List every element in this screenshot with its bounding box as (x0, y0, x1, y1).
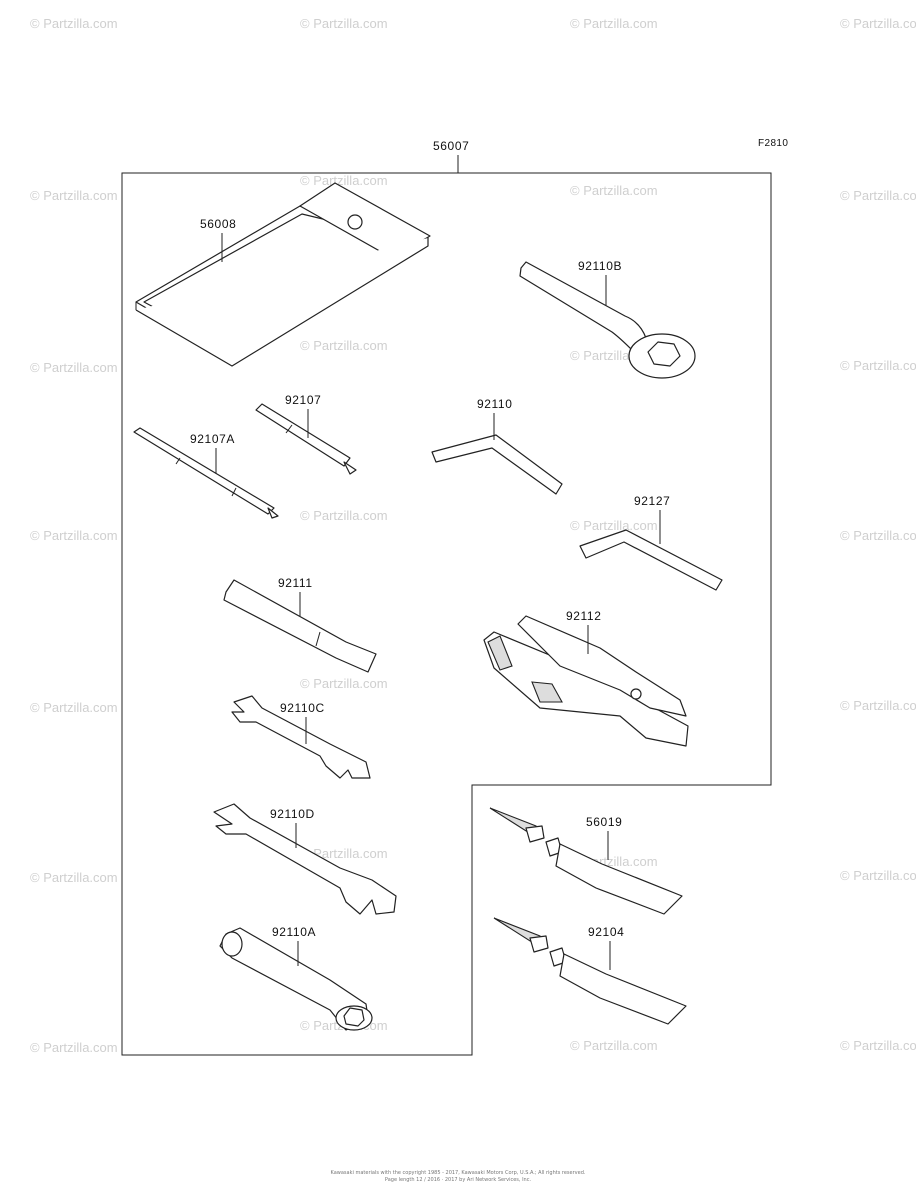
kit-part-number[interactable]: 56007 (433, 139, 469, 153)
watermark: © Partzilla.com (30, 1040, 118, 1055)
watermark: © Partzilla.com (570, 16, 658, 31)
label-tire-gauge-1[interactable]: 56019 (586, 815, 622, 829)
watermark: © Partzilla.com (570, 183, 658, 198)
label-hex-wrench-large[interactable]: 92110 (477, 397, 512, 411)
label-open-wrench-d[interactable]: 92110D (270, 807, 315, 821)
screwdriver-a-illustration (133, 427, 279, 519)
watermark: © Partzilla.com (840, 698, 916, 713)
watermark: © Partzilla.com (300, 16, 388, 31)
watermark: © Partzilla.com (30, 188, 118, 203)
watermark: © Partzilla.com (570, 1038, 658, 1053)
open-wrench-c-illustration (231, 695, 371, 779)
watermark: © Partzilla.com (840, 1038, 916, 1053)
watermark: © Partzilla.com (300, 846, 388, 861)
label-pouch[interactable]: 56008 (200, 217, 236, 231)
label-box-wrench-b[interactable]: 92110B (578, 259, 622, 273)
watermark: © Partzilla.com (300, 338, 388, 353)
label-plug-wrench[interactable]: 92110A (272, 925, 316, 939)
handle-illustration (223, 579, 377, 673)
figure-code: F2810 (758, 138, 788, 149)
watermark: © Partzilla.com (30, 700, 118, 715)
watermark: © Partzilla.com (30, 870, 118, 885)
watermark: © Partzilla.com (840, 188, 916, 203)
watermark: © Partzilla.com (300, 508, 388, 523)
watermark: © Partzilla.com (840, 16, 916, 31)
watermark: © Partzilla.com (300, 173, 388, 188)
copyright-line: Page length 12 / 2016 · 2017 by Ari Netw… (385, 1177, 532, 1183)
hex-wrench-small-illustration (579, 529, 723, 591)
label-hex-wrench-small[interactable]: 92127 (634, 494, 670, 508)
kit-outline (121, 172, 772, 1056)
copyright-line: Kawasaki materials with the copyright 19… (331, 1170, 586, 1176)
box-wrench-illustration (519, 261, 696, 379)
label-tire-gauge-2[interactable]: 92104 (588, 925, 624, 939)
watermark: © Partzilla.com (30, 360, 118, 375)
screwdriver-grip-illustration (255, 403, 357, 475)
label-pliers[interactable]: 92112 (566, 609, 601, 623)
watermark: © Partzilla.com (840, 868, 916, 883)
pouch-illustration (135, 182, 431, 367)
label-screwdriver-a[interactable]: 92107A (190, 432, 235, 446)
label-handle[interactable]: 92111 (278, 576, 313, 590)
watermark: © Partzilla.com (570, 518, 658, 533)
watermark: © Partzilla.com (840, 528, 916, 543)
open-wrench-d-illustration (213, 803, 397, 915)
tire-gauge-1-illustration (489, 807, 683, 915)
watermarks: © Partzilla.com © Partzilla.com © Partzi… (30, 16, 916, 1055)
watermark: © Partzilla.com (300, 676, 388, 691)
label-open-wrench-c[interactable]: 92110C (280, 701, 325, 715)
watermark: © Partzilla.com (840, 358, 916, 373)
plug-wrench-illustration (219, 927, 373, 1031)
watermark: © Partzilla.com (30, 528, 118, 543)
hex-wrench-large-illustration (431, 434, 563, 495)
label-screwdriver-grip[interactable]: 92107 (285, 393, 321, 407)
watermark: © Partzilla.com (30, 16, 118, 31)
tire-gauge-2-illustration (493, 917, 687, 1025)
pliers-illustration (483, 615, 689, 747)
